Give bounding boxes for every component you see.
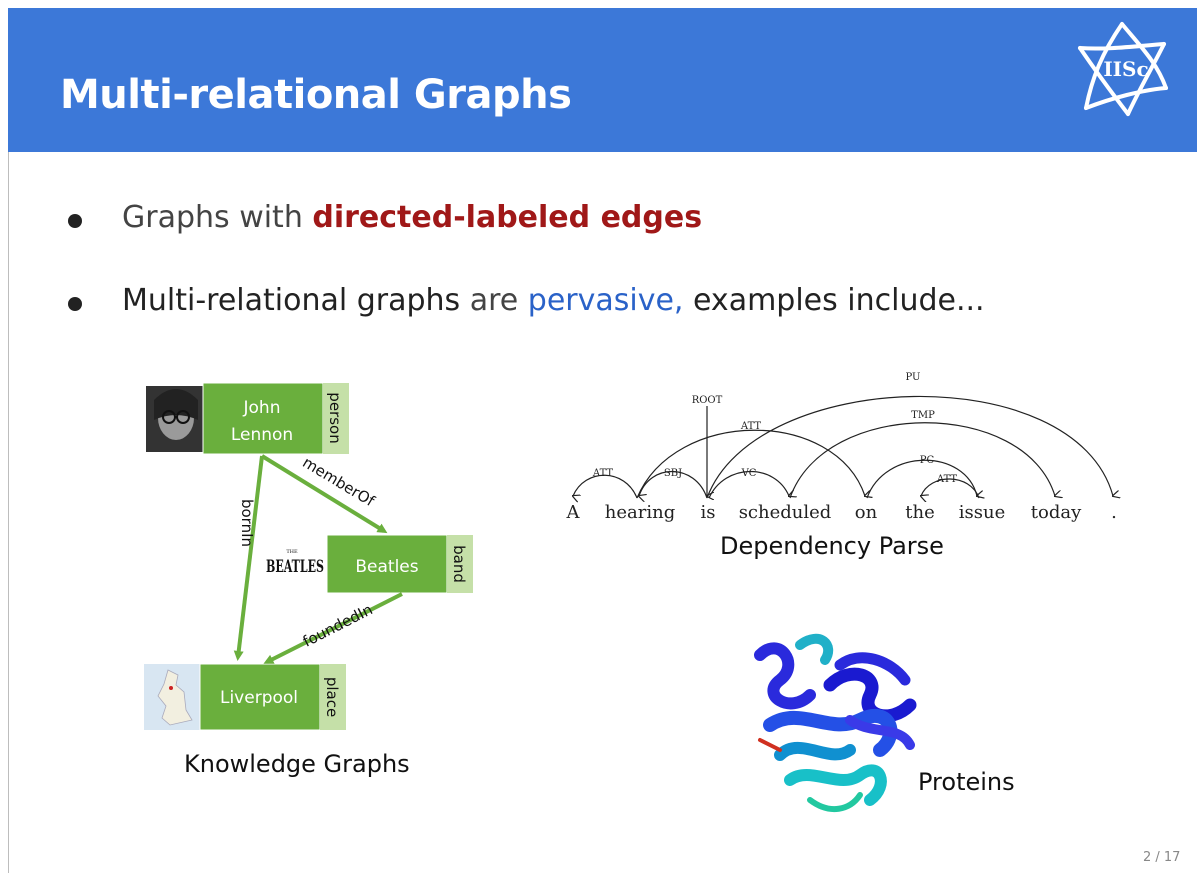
word-hearing: hearing <box>605 502 675 523</box>
arc-sbj <box>639 471 708 498</box>
word-issue: issue <box>959 502 1005 523</box>
beatles-label: Beatles <box>355 557 418 577</box>
bornin-edge <box>233 455 264 661</box>
john-lennon-node <box>202 382 324 455</box>
arc-tmp <box>789 422 1055 498</box>
arc-pc <box>866 459 977 498</box>
protein-structure-image <box>754 633 917 812</box>
person-type-tag <box>323 383 349 454</box>
john-lennon-label-line2: Lennon <box>231 425 293 445</box>
beatles-logo-small: THE <box>286 549 298 555</box>
person-type-label: person <box>326 392 344 443</box>
page-number: 2 / 17 <box>1143 850 1181 865</box>
arc-label-sbj: SBJ <box>664 468 682 479</box>
dependency-parse: ROOT PU ATT TMP ATT SBJ VC PC ATT A hear… <box>566 372 1130 523</box>
arc-pu <box>706 395 1113 498</box>
arc-label-pu: PU <box>906 372 921 383</box>
arc-att-on <box>636 429 865 499</box>
band-type-tag <box>447 535 473 593</box>
word-the: the <box>905 502 934 523</box>
slide-title: Multi-relational Graphs <box>60 72 572 118</box>
bullet-dot-2 <box>68 297 82 311</box>
memberof-edge <box>260 454 388 534</box>
word-on: on <box>855 502 878 523</box>
place-type-label: place <box>323 677 341 717</box>
knowledge-graphs-caption: Knowledge Graphs <box>184 750 410 778</box>
proteins-caption: Proteins <box>918 768 1015 796</box>
place-type-tag <box>320 664 346 730</box>
word-scheduled: scheduled <box>739 502 832 523</box>
word-is: is <box>701 502 716 523</box>
bullet-1-prefix: Graphs with <box>122 200 313 235</box>
arc-att-a <box>573 474 638 498</box>
iisc-logo-icon: IISc <box>1078 22 1168 116</box>
slide-header <box>8 8 1197 152</box>
knowledge-graph: John Lennon person THE BEATLES Beatles b… <box>144 382 473 731</box>
arc-label-vc: VC <box>741 468 757 479</box>
bullet-2-part4: examples include... <box>683 283 985 318</box>
liverpool-node <box>199 663 321 731</box>
beatles-logo: THE BEATLES <box>266 549 324 577</box>
bullet-2-part1: Multi-relational graphs <box>122 283 461 318</box>
bornin-label: bornIn <box>238 499 256 547</box>
arc-label-root: ROOT <box>692 395 723 406</box>
arc-label-tmp: TMP <box>911 410 935 421</box>
arc-vc <box>708 470 789 499</box>
word-today: today <box>1031 502 1082 523</box>
foundedin-label: foundedIn <box>300 600 376 650</box>
band-type-label: band <box>450 545 468 583</box>
word-period: . <box>1111 502 1117 523</box>
bullet-2-highlight: pervasive, <box>527 283 684 318</box>
john-lennon-label-line1: John <box>243 398 281 418</box>
arc-label-pc: PC <box>920 455 935 466</box>
arc-label-att-on: ATT <box>740 421 762 432</box>
foundedin-edge <box>263 592 403 664</box>
bullet-dot-1 <box>68 214 82 228</box>
logo-text: IISc <box>1103 57 1148 81</box>
john-lennon-photo <box>146 386 206 452</box>
word-a: A <box>566 502 581 523</box>
bullet-1: Graphs with directed-labeled edges <box>122 200 702 235</box>
dependency-parse-caption: Dependency Parse <box>720 532 944 560</box>
bullet-1-highlight: directed-labeled edges <box>312 200 703 235</box>
uk-map-image <box>144 664 201 730</box>
arc-att-the <box>921 478 980 498</box>
arc-label-att-a: ATT <box>592 468 614 479</box>
bullet-2-part2: are <box>460 283 528 318</box>
liverpool-label: Liverpool <box>220 688 298 708</box>
bullet-2: Multi-relational graphs are pervasive, e… <box>122 283 985 318</box>
arc-label-att-the: ATT <box>936 474 958 485</box>
beatles-logo-text: BEATLES <box>266 557 324 577</box>
